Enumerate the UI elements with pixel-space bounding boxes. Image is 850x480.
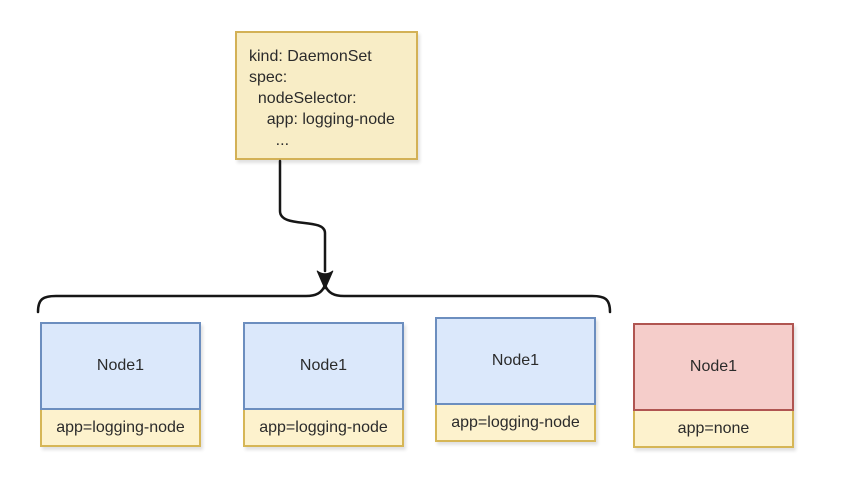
node-1-label-text: app=logging-node [56, 418, 185, 436]
node-1-title-area: Node1 [40, 322, 201, 410]
node-3-label-text: app=logging-node [451, 413, 580, 431]
daemonset-to-nodes-arrow [278, 159, 327, 273]
spec-line-spec: spec: [249, 69, 288, 86]
node-1-selector-label: app=logging-node [40, 410, 201, 447]
node-4-selector-label: app=none [633, 411, 794, 448]
node-box-3: Node1 app=logging-node [435, 317, 596, 442]
daemonset-spec-box: kind: DaemonSet spec: nodeSelector: app:… [235, 31, 418, 160]
node-box-4-excluded: Node1 app=none [633, 323, 794, 448]
spec-line-kind: kind: DaemonSet [249, 48, 372, 65]
node-2-title: Node1 [299, 357, 348, 374]
node-4-title: Node1 [689, 358, 738, 375]
node-3-title-area: Node1 [435, 317, 596, 405]
spec-line-nodeselector: nodeSelector: [249, 90, 357, 107]
node-2-label-text: app=logging-node [259, 418, 388, 436]
node-3-selector-label: app=logging-node [435, 405, 596, 442]
node-1-title: Node1 [96, 357, 145, 374]
node-box-1: Node1 app=logging-node [40, 322, 201, 447]
node-4-title-area: Node1 [633, 323, 794, 411]
node-3-title: Node1 [491, 352, 540, 369]
node-4-label-text: app=none [677, 419, 750, 437]
node-group-brace-icon [36, 283, 612, 314]
spec-line-ellipsis: ... [249, 132, 290, 149]
spec-line-app: app: logging-node [249, 111, 395, 128]
node-2-title-area: Node1 [243, 322, 404, 410]
node-box-2: Node1 app=logging-node [243, 322, 404, 447]
node-2-selector-label: app=logging-node [243, 410, 404, 447]
arrowhead-icon [316, 270, 334, 290]
